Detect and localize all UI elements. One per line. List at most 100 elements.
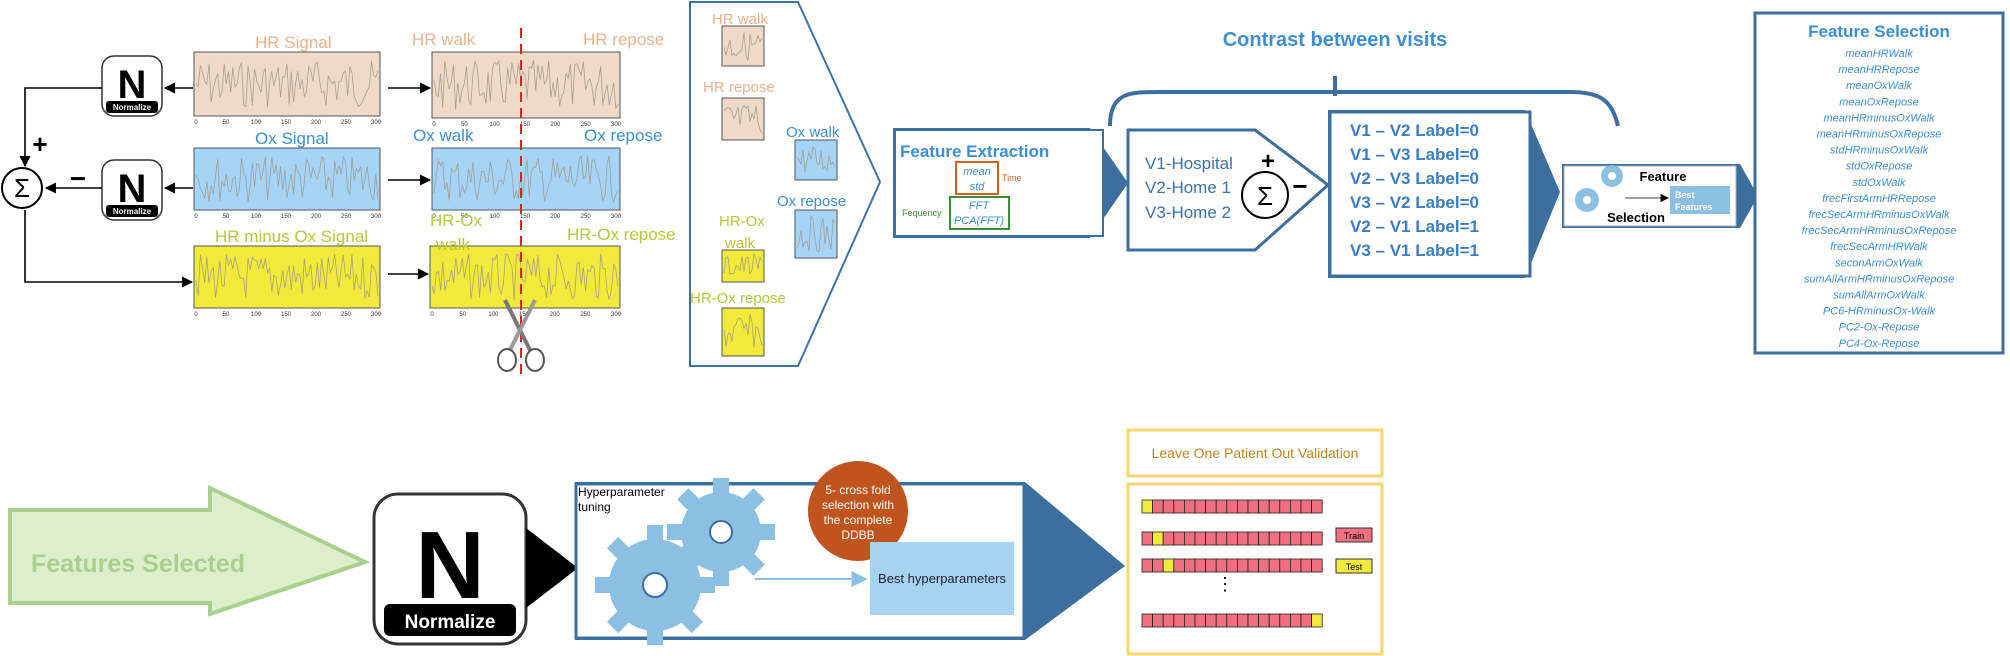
feature-item: seconArmOxWalk [1835, 257, 1923, 269]
svg-text:Fequency: Fequency [902, 208, 942, 218]
tick-label: 50 [223, 120, 230, 126]
feature-item: sumAllArmHRminusOxRepose [1804, 273, 1954, 285]
tick-label: 0 [194, 120, 198, 126]
tick-label: 200 [550, 214, 561, 220]
thumb-hr-repose [721, 97, 765, 141]
svg-text:Hyperparameter: Hyperparameter [578, 485, 665, 499]
hr-walk-label: HR walk [412, 30, 476, 49]
lopo-row [1141, 613, 1323, 628]
svg-text:Normalize: Normalize [113, 207, 152, 216]
tick-label: 100 [490, 214, 501, 220]
tick-label: 200 [550, 312, 561, 318]
tick-label: 250 [581, 122, 592, 128]
gear-tooth [647, 525, 663, 541]
svg-text:V3 – V2 Label=0: V3 – V2 Label=0 [1350, 193, 1479, 212]
tick-label: 300 [611, 122, 622, 128]
tick-label: 50 [223, 312, 230, 318]
tick-label: 200 [550, 122, 561, 128]
tick-label: 250 [580, 312, 591, 318]
svg-text:Feature: Feature [1640, 169, 1687, 184]
normalize-icon-middle: N Normalize [101, 159, 163, 221]
normalize-icon-large: N Normalize [372, 492, 578, 646]
svg-text:V1-Hospital: V1-Hospital [1145, 154, 1233, 173]
feature-item: stdOxRepose [1846, 161, 1913, 173]
lopo-row [1141, 499, 1323, 514]
hr-minus-ox-signal-label: HR minus Ox Signal [215, 227, 368, 246]
feature-item: frecSecArmHRminusOxWalk [1809, 209, 1950, 221]
tick-label: 300 [371, 312, 382, 318]
tick-label: 300 [611, 214, 622, 220]
tick-label: 0 [432, 122, 436, 128]
svg-text:Best hyperparameters: Best hyperparameters [878, 571, 1006, 586]
contrast-title: Contrast between visits [1223, 29, 1448, 51]
feature-item: PC6-HRminusOx-Walk [1823, 306, 1936, 318]
svg-text:−: − [1292, 171, 1307, 201]
feature-item: stdHRminusOxWalk [1830, 145, 1929, 157]
tick-label: 0 [432, 214, 436, 220]
svg-text:mean: mean [963, 166, 991, 178]
labels-block: V1 – V2 Label=0 V1 – V3 Label=0 V2 – V3 … [1328, 110, 1560, 278]
svg-text:std: std [970, 181, 986, 193]
gear-tooth [680, 610, 704, 634]
feature-item: meanHRminusOxRepose [1817, 129, 1942, 141]
svg-text:+: + [1261, 148, 1275, 175]
tick-label: 100 [251, 120, 262, 126]
svg-text:N: N [415, 512, 484, 619]
tick-label: 100 [488, 312, 499, 318]
thumb-hr-ox-repose-label: HR-Ox repose [690, 290, 786, 307]
tick-label: 300 [371, 214, 382, 220]
tick-label: 0 [430, 312, 434, 318]
hr-ox-repose-label: HR-Ox repose [567, 225, 676, 244]
thumb-hr-walk [721, 25, 765, 67]
gear-tooth [606, 536, 630, 560]
svg-text:V3 – V1 Label=1: V3 – V1 Label=1 [1350, 241, 1479, 260]
svg-text:PCA(FFT): PCA(FFT) [954, 215, 1004, 227]
hr-ox-walk-label-1: HR-Ox [430, 211, 482, 230]
gear-tooth [680, 536, 704, 560]
svg-text:+: + [32, 129, 47, 159]
hr-signal-label: HR Signal [255, 33, 332, 52]
svg-text:Σ: Σ [14, 173, 30, 203]
hyperparameter-block: Hyperparameter tuning 5- cross fold sele… [574, 461, 1125, 645]
feature-item: meanHRRepose [1838, 64, 1919, 76]
svg-text:DDBB: DDBB [841, 528, 874, 542]
svg-text:V2 – V1 Label=1: V2 – V1 Label=1 [1350, 217, 1479, 236]
gear-tooth [595, 577, 611, 593]
hr-ox-walk-label-2: walk [435, 235, 471, 254]
tick-label: 50 [223, 214, 230, 220]
thumb-ox-walk-label: Ox walk [786, 124, 840, 141]
svg-text:⋮: ⋮ [1216, 574, 1234, 594]
gear-tooth [759, 524, 775, 540]
thumb-hr-walk-label: HR walk [712, 11, 768, 28]
tick-label: 150 [520, 214, 531, 220]
svg-text:V1 – V2 Label=0: V1 – V2 Label=0 [1350, 121, 1479, 140]
svg-text:5- cross fold: 5- cross fold [825, 483, 890, 497]
svg-text:tuning: tuning [578, 500, 611, 514]
gear-tooth [667, 524, 683, 540]
contrast-brace [1108, 90, 1620, 127]
visits-block: V1-Hospital V2-Home 1 V3-Home 2 Σ + − [1126, 128, 1331, 252]
thumb-hr-ox-walk-label-2: walk [724, 235, 756, 252]
thumbnail-panels [721, 25, 838, 357]
svg-text:V2-Home 1: V2-Home 1 [1145, 178, 1231, 197]
tick-label: 100 [251, 214, 262, 220]
tick-label: 300 [371, 120, 382, 126]
features-selected-arrow: Features Selected [8, 484, 371, 617]
gear-tooth [742, 553, 765, 576]
normalize-icon-top: N Normalize [101, 55, 163, 117]
gear-tooth [647, 629, 663, 645]
tick-label: 50 [459, 312, 466, 318]
tick-label: 100 [251, 312, 262, 318]
feature-extraction-block: Feature Extraction mean std Time FFT PCA… [893, 128, 1128, 238]
ox-repose-label: Ox repose [584, 126, 662, 145]
svg-text:Features: Features [1675, 202, 1713, 212]
feature-item: frecFirstArmHRRepose [1822, 193, 1936, 205]
svg-text:selection with: selection with [822, 498, 894, 512]
gear-tooth [677, 553, 700, 576]
tick-label: 200 [311, 312, 322, 318]
svg-text:Normalize: Normalize [405, 612, 496, 633]
